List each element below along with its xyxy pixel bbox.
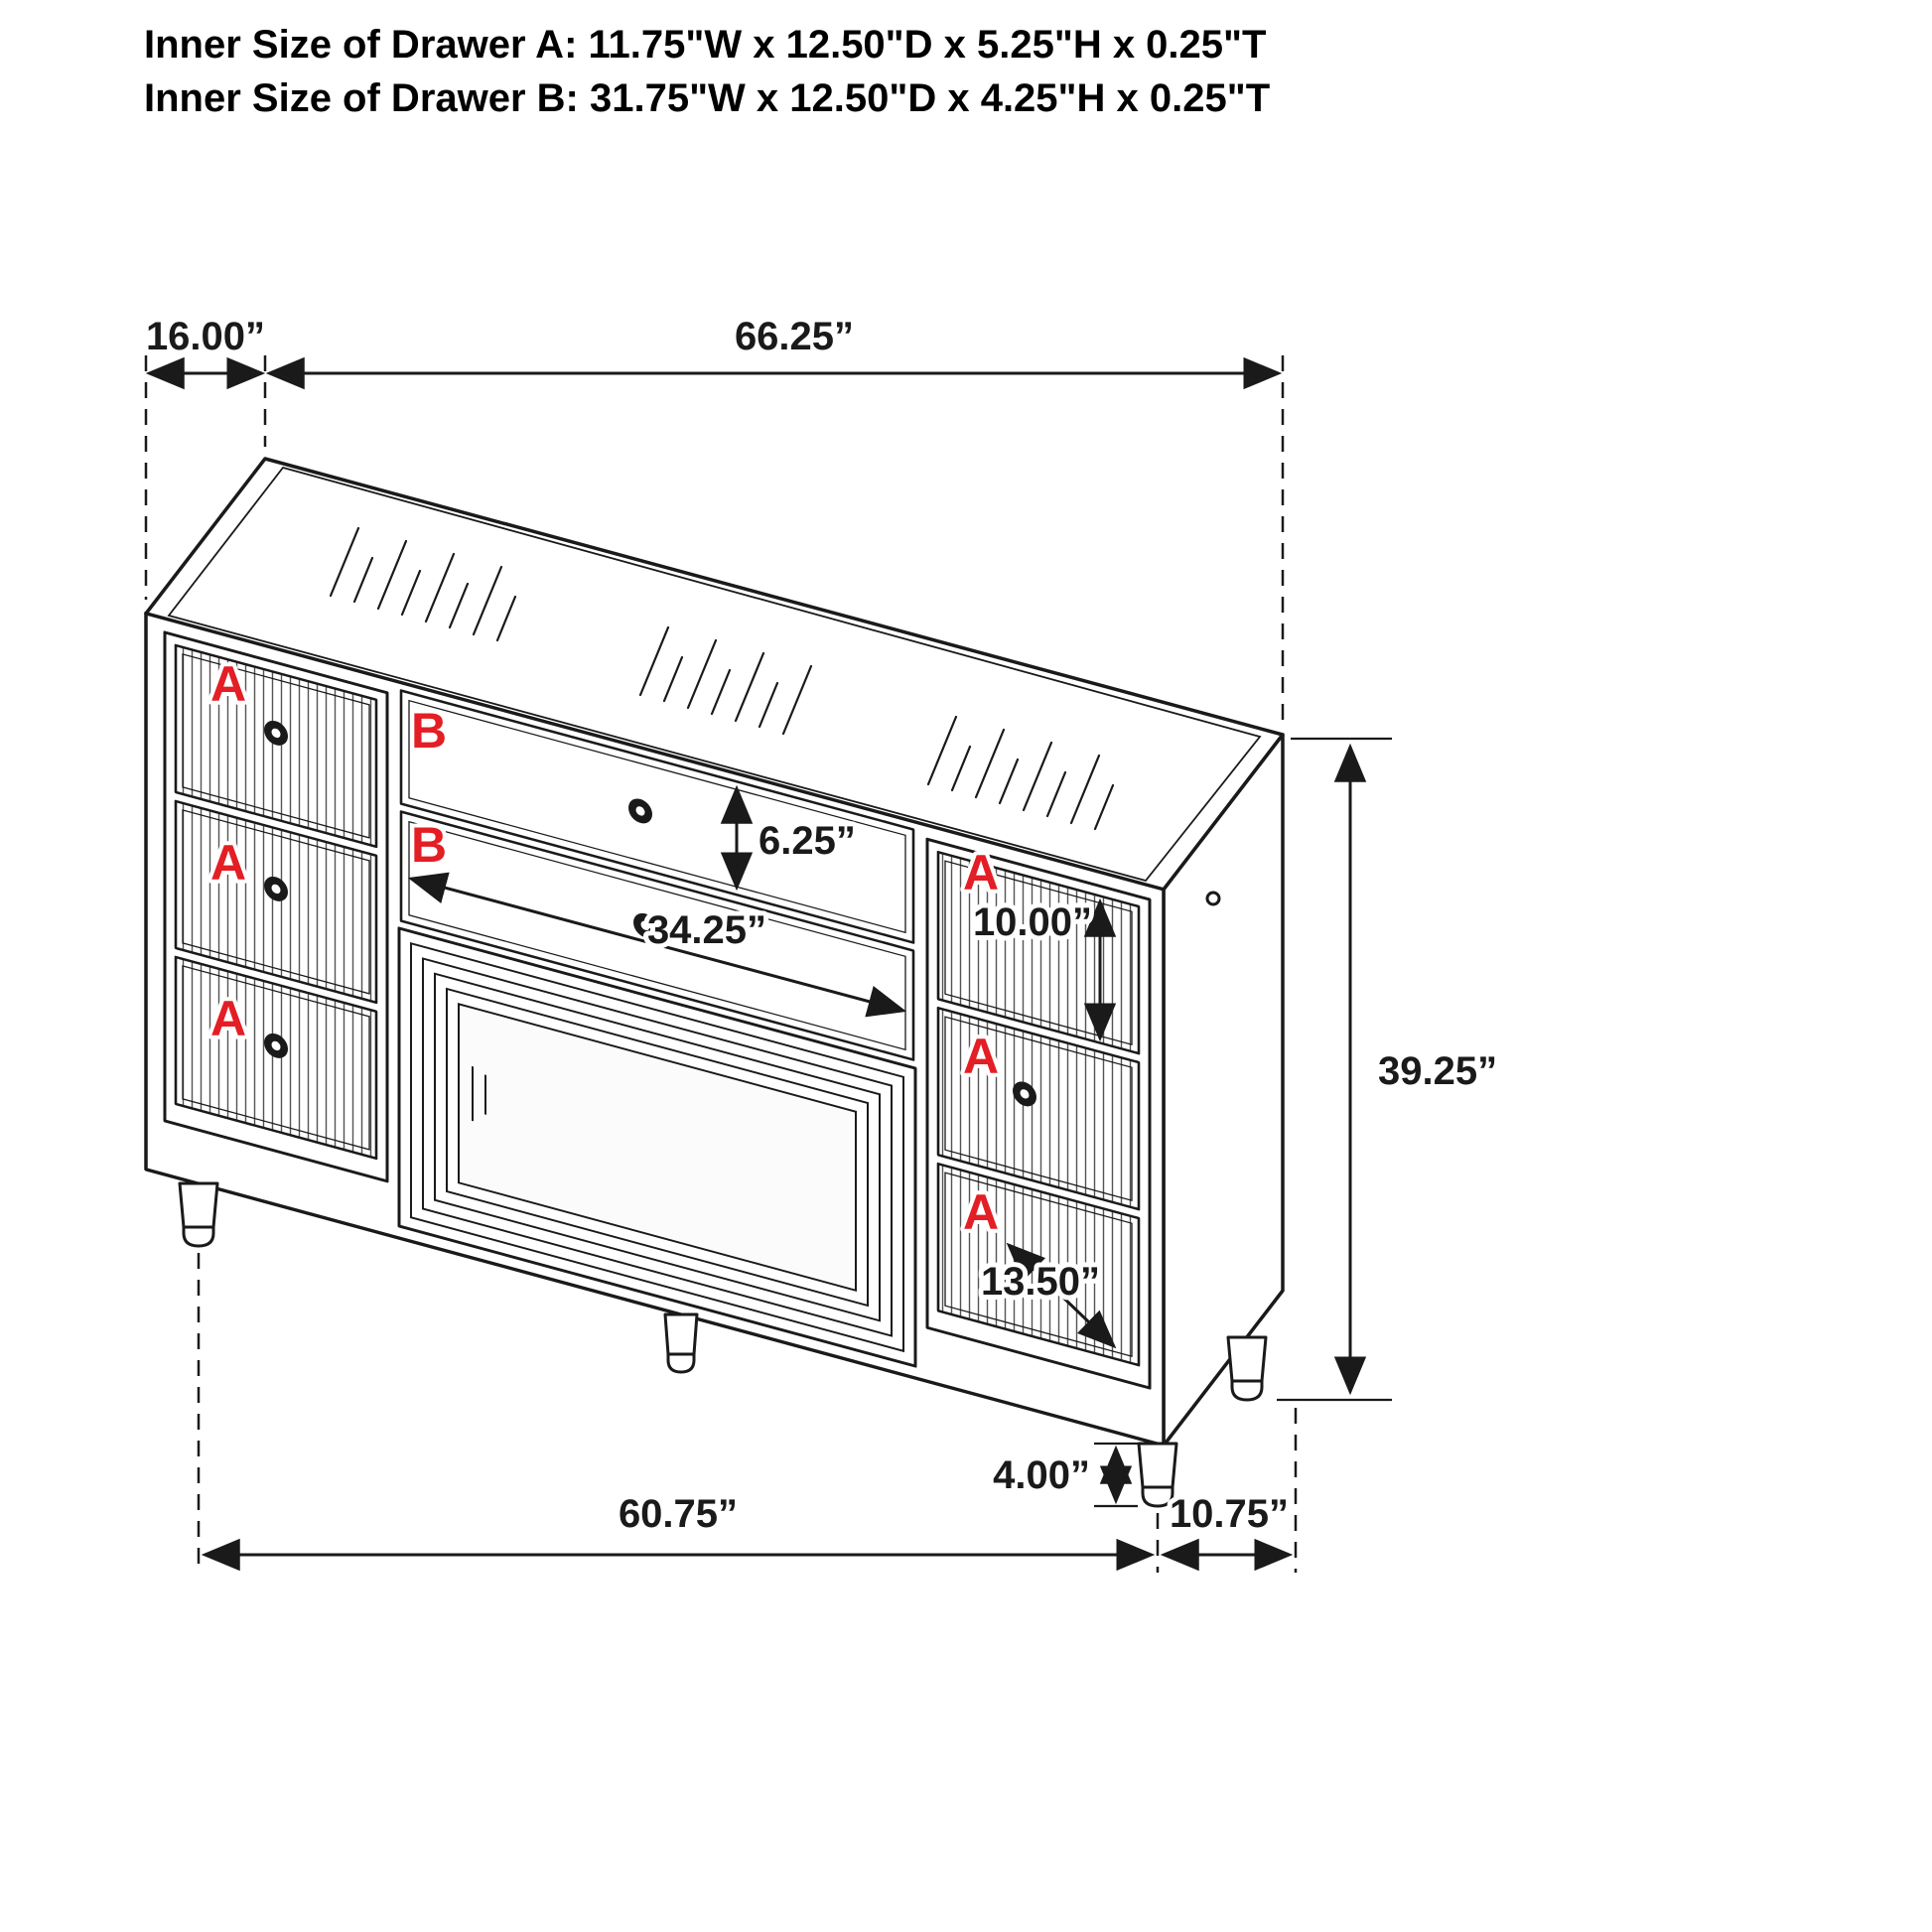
label-drawer-a-left-1: A (210, 656, 246, 712)
label-drawer-a-right-2: A (963, 1029, 999, 1084)
left-column-frame (163, 630, 389, 1183)
panel-mirror (458, 1003, 857, 1293)
drawer-knob (1013, 1081, 1036, 1107)
dim-arrow (1006, 1242, 1117, 1349)
cabinet-leg-back-right (1226, 1335, 1268, 1402)
left-drawer-column (163, 630, 389, 1183)
label-drawer-a-left-3: A (210, 991, 246, 1046)
drawer-inner-frame (944, 860, 1133, 1045)
label-drawer-a-right-3: A (963, 1184, 999, 1240)
drawer-a-left-2 (174, 799, 378, 1005)
dim-right-top-drawer-height: 10.00” (968, 896, 1117, 1042)
dim-top-width: 66.25” (265, 310, 1285, 721)
drawer-front (174, 643, 378, 849)
dim-top-width-label: 66.25” (735, 315, 854, 358)
drawer-knob (264, 876, 288, 901)
label-drawer-a-left-2: A (210, 835, 246, 891)
label-drawer-a-right-1: A (963, 845, 999, 900)
drawer-knob (628, 798, 652, 824)
center-door-panel (397, 926, 917, 1368)
dim-leg-height-label: 4.00” (993, 1453, 1090, 1497)
dim-drawer-b-width: 34.25” (407, 872, 907, 1018)
drawer-inner-frame (944, 1016, 1133, 1201)
dim-drawer-b-width-label: 34.25” (647, 908, 766, 952)
drawer-inner-frame (182, 653, 370, 839)
header-line-1: Inner Size of Drawer A: 11.75"W x 12.50"… (144, 23, 1266, 67)
drawer-front (936, 1006, 1141, 1211)
panel-frame-4 (434, 972, 881, 1322)
dim-right-bottom-drawer-height: 13.50” (976, 1242, 1117, 1349)
dim-bottom-depth: 10.75” (1160, 1408, 1298, 1573)
drawer-knob (264, 720, 288, 746)
cabinet-top-face-inner-line (167, 466, 1262, 883)
dim-total-height: 39.25” (1277, 737, 1502, 1402)
dim-total-height-label: 39.25” (1378, 1049, 1497, 1093)
dim-right-bottom-drawer-height-label: 13.50” (981, 1260, 1100, 1304)
side-face-knob-hole (1205, 891, 1221, 906)
label-drawer-b-1: B (411, 703, 447, 759)
panel-frame-5 (446, 987, 869, 1308)
dim-bottom-depth-label: 10.75” (1170, 1492, 1289, 1536)
dim-bottom-width: 60.75” (197, 1253, 1160, 1573)
dim-arrow (407, 872, 907, 1018)
panel-frame-3 (422, 957, 893, 1337)
drawer-inner-frame (182, 809, 370, 995)
cabinet-leg-front-left (178, 1181, 219, 1248)
panel-reflection-marks (472, 1065, 486, 1122)
dim-leg-height: 4.00” (988, 1442, 1138, 1508)
dim-top-depth: 16.00” (141, 310, 270, 600)
dim-bottom-width-label: 60.75” (619, 1492, 738, 1536)
drawer-front (174, 799, 378, 1005)
dim-drawer-b-height-label: 6.25” (759, 819, 856, 863)
header-line-2: Inner Size of Drawer B: 31.75"W x 12.50"… (144, 76, 1270, 120)
dim-top-depth-label: 16.00” (146, 315, 265, 358)
drawer-a-left-1 (174, 643, 378, 849)
drawer-knob (264, 1033, 288, 1058)
label-drawer-b-2: B (411, 817, 447, 873)
cabinet-leg-front-center (663, 1312, 699, 1374)
dim-drawer-b-height: 6.25” (720, 784, 861, 892)
drawer-inner-frame (182, 965, 370, 1151)
drawer-a-right-2 (936, 1006, 1141, 1211)
top-face-sheen-marks (329, 526, 1115, 831)
right-column-frame (925, 837, 1152, 1390)
cabinet-leg-front-right (1137, 1442, 1178, 1508)
dim-right-top-drawer-height-label: 10.00” (973, 900, 1092, 944)
